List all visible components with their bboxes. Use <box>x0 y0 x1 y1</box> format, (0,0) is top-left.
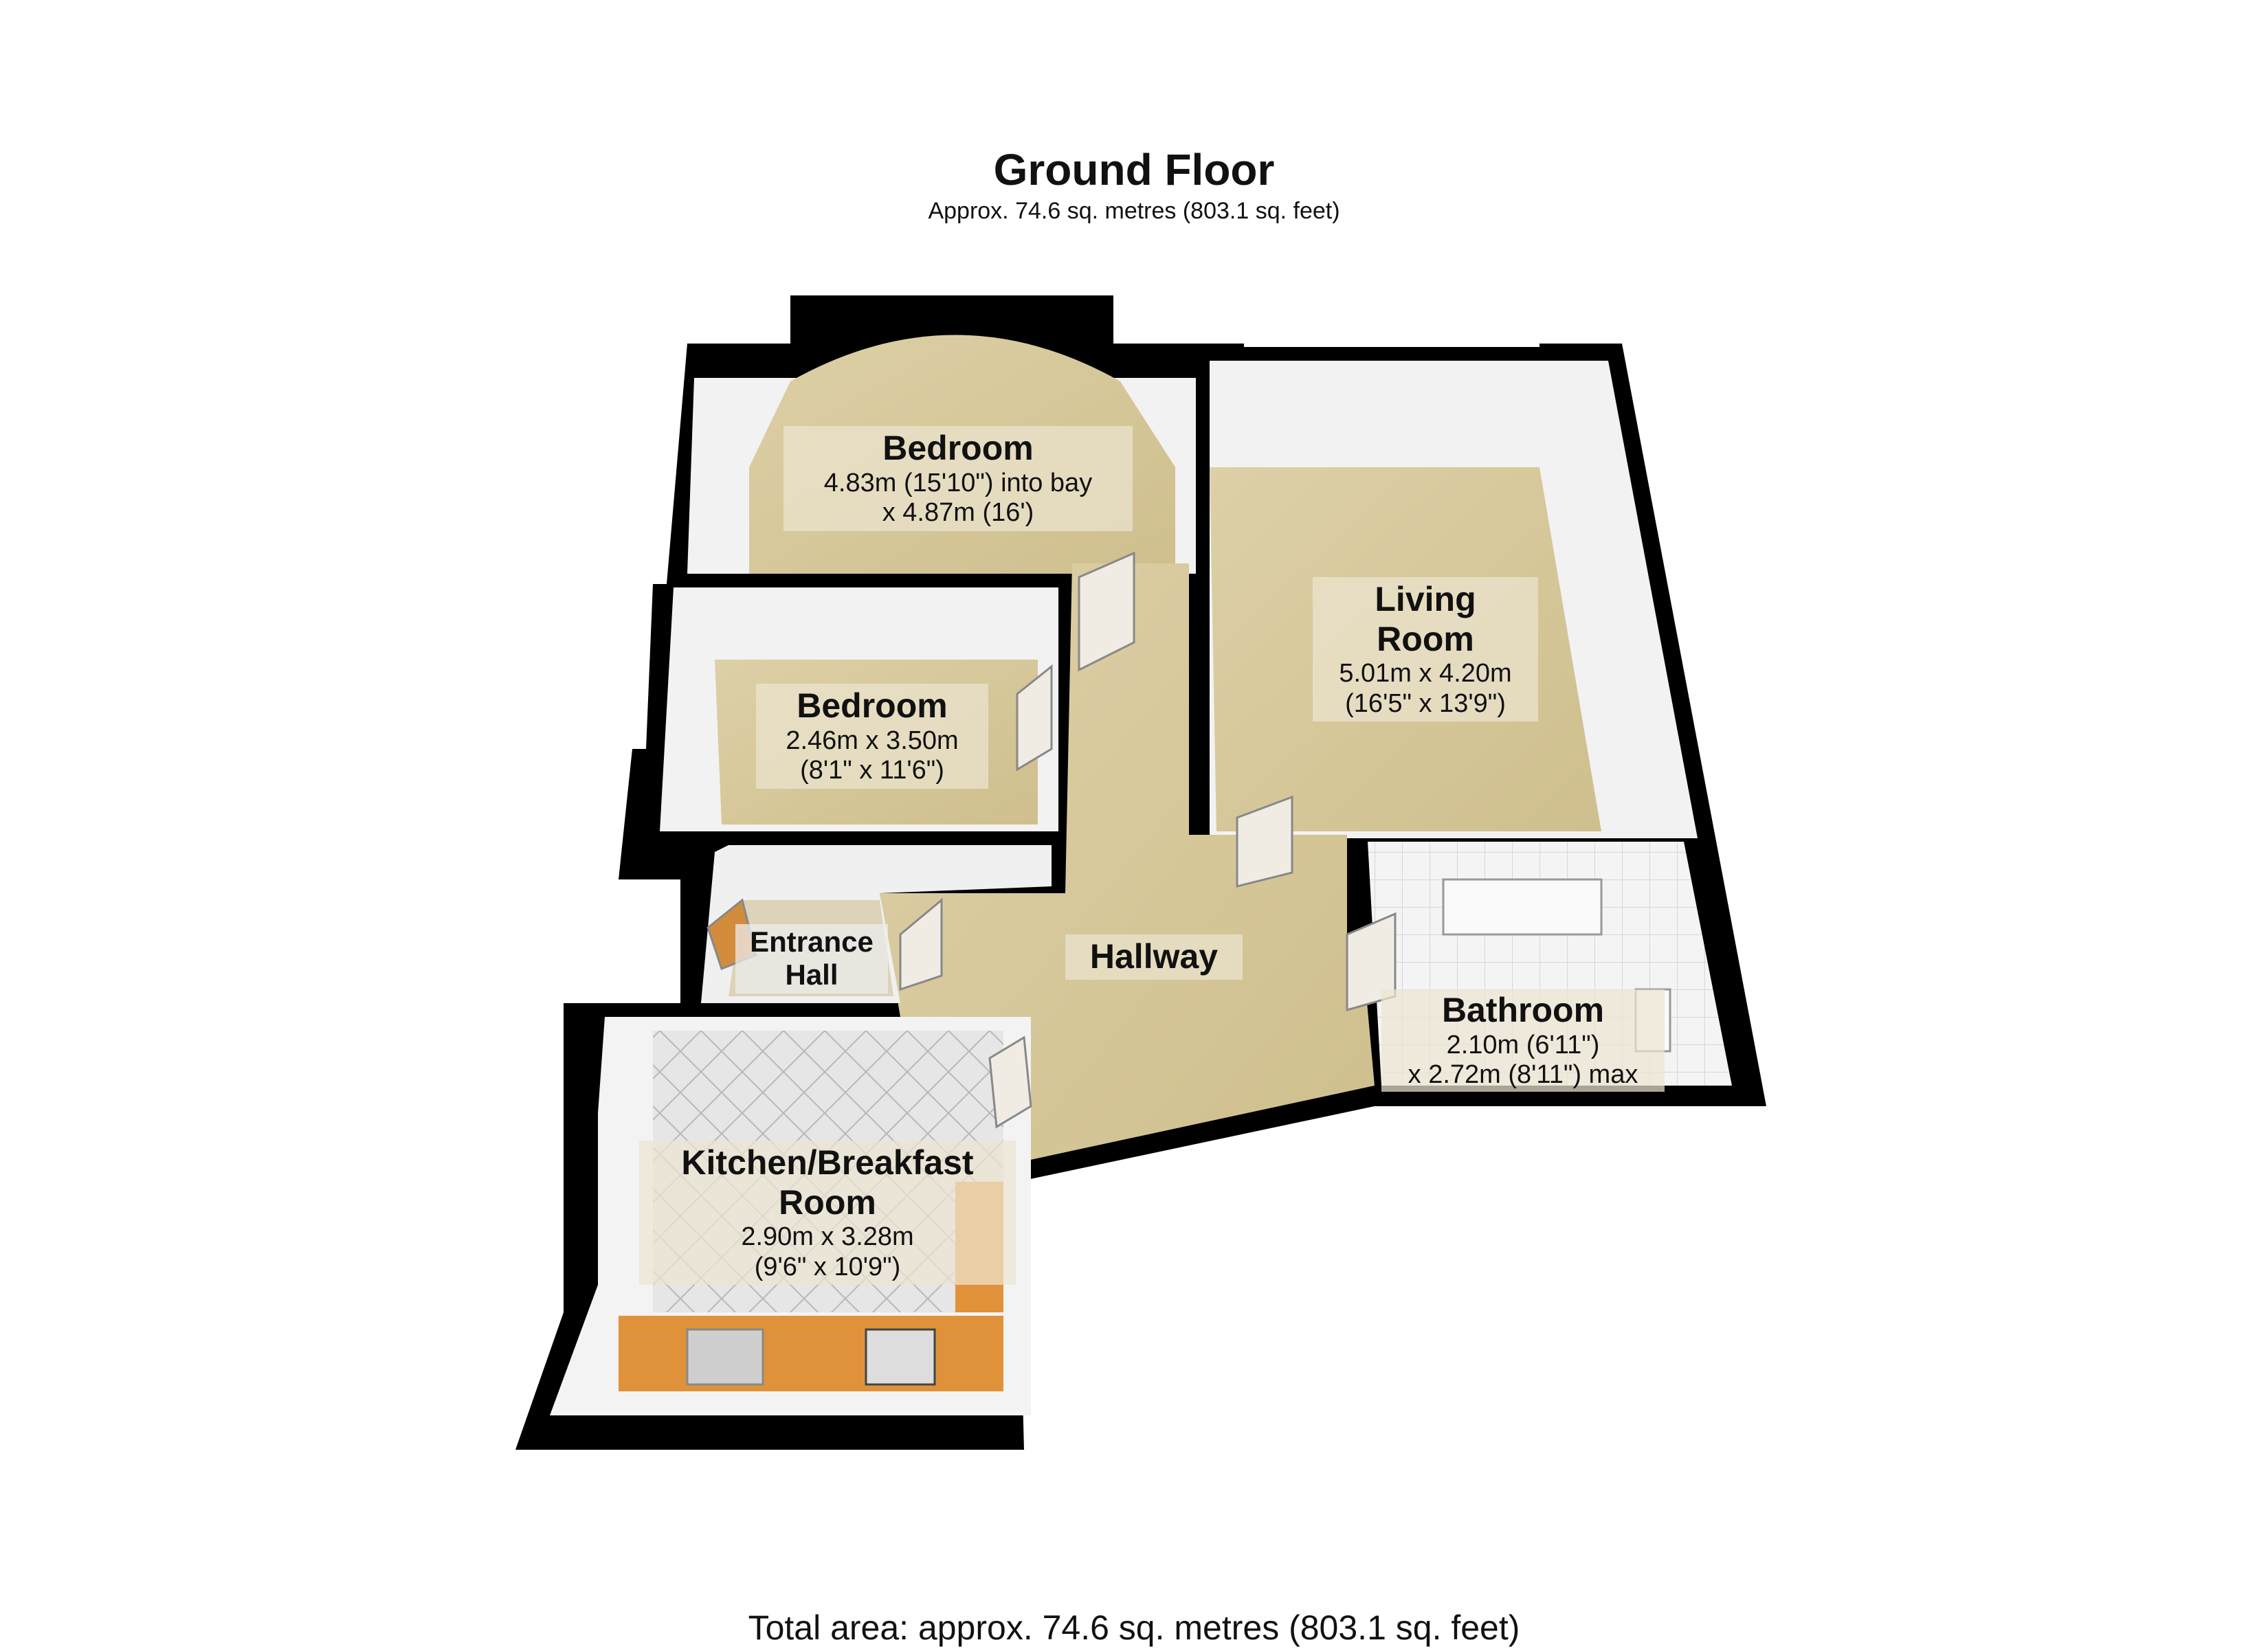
sink <box>686 1328 764 1386</box>
living-room-name-1: Living <box>1375 580 1476 618</box>
door-bedroom-2 <box>1016 664 1053 772</box>
total-area-footer: Total area: approx. 74.6 sq. metres (803… <box>748 1608 1520 1647</box>
entrance-hall-label: Entrance Hall <box>735 924 888 994</box>
bathroom-dim1: 2.10m (6'11") <box>1446 1030 1600 1059</box>
door-living <box>1236 795 1293 888</box>
floor-title: Ground Floor <box>993 145 1275 194</box>
worktop <box>619 1316 1003 1391</box>
bedroom-2-label: Bedroom 2.46m x 3.50m (8'1" x 11'6") <box>756 684 988 789</box>
bedroom-1-name: Bedroom <box>882 429 1034 467</box>
bedroom-2-name: Bedroom <box>797 686 948 725</box>
bedroom-1-dim2: x 4.87m (16') <box>882 498 1034 528</box>
bedroom-1-label: Bedroom 4.83m (15'10") into bay x 4.87m … <box>783 426 1133 531</box>
kitchen-name-1: Kitchen/Breakfast <box>681 1143 974 1182</box>
hallway-label: Hallway <box>1065 934 1243 980</box>
kitchen-dim2: (9'6" x 10'9") <box>754 1252 901 1281</box>
living-room-dim2: (16'5" x 13'9") <box>1345 688 1506 718</box>
entrance-hall-name-1: Entrance <box>750 926 874 958</box>
living-room-label: Living Room 5.01m x 4.20m (16'5" x 13'9"… <box>1313 577 1538 722</box>
kitchen-name-2: Room <box>779 1182 876 1222</box>
living-room-dim1: 5.01m x 4.20m <box>1339 659 1512 688</box>
living-room-name-2: Room <box>1377 619 1474 658</box>
bath-tub <box>1442 878 1603 936</box>
entrance-hall-name-2: Hall <box>785 958 838 991</box>
doors <box>707 551 1397 1129</box>
kitchen-label: Kitchen/Breakfast Room 2.90m x 3.28m (9'… <box>639 1141 1016 1286</box>
hallway-name: Hallway <box>1089 937 1219 976</box>
bathroom-dim2: x 2.72m (8'11") max <box>1408 1060 1638 1090</box>
bedroom-2-dim1: 2.46m x 3.50m <box>786 726 959 755</box>
door-kitchen <box>988 1035 1032 1129</box>
door-bedroom-1 <box>1078 551 1135 672</box>
hob <box>865 1328 936 1386</box>
floor-area-subtitle: Approx. 74.6 sq. metres (803.1 sq. feet) <box>928 198 1340 224</box>
bathroom-label: Bathroom 2.10m (6'11") x 2.72m (8'11") m… <box>1381 989 1665 1092</box>
bathroom-name: Bathroom <box>1441 991 1605 1029</box>
kitchen-dim1: 2.90m x 3.28m <box>741 1222 914 1251</box>
door-entrance <box>899 897 943 991</box>
bedroom-2-dim2: (8'1" x 11'6") <box>800 756 944 785</box>
bedroom-1-dim1: 4.83m (15'10") into bay <box>823 468 1093 497</box>
